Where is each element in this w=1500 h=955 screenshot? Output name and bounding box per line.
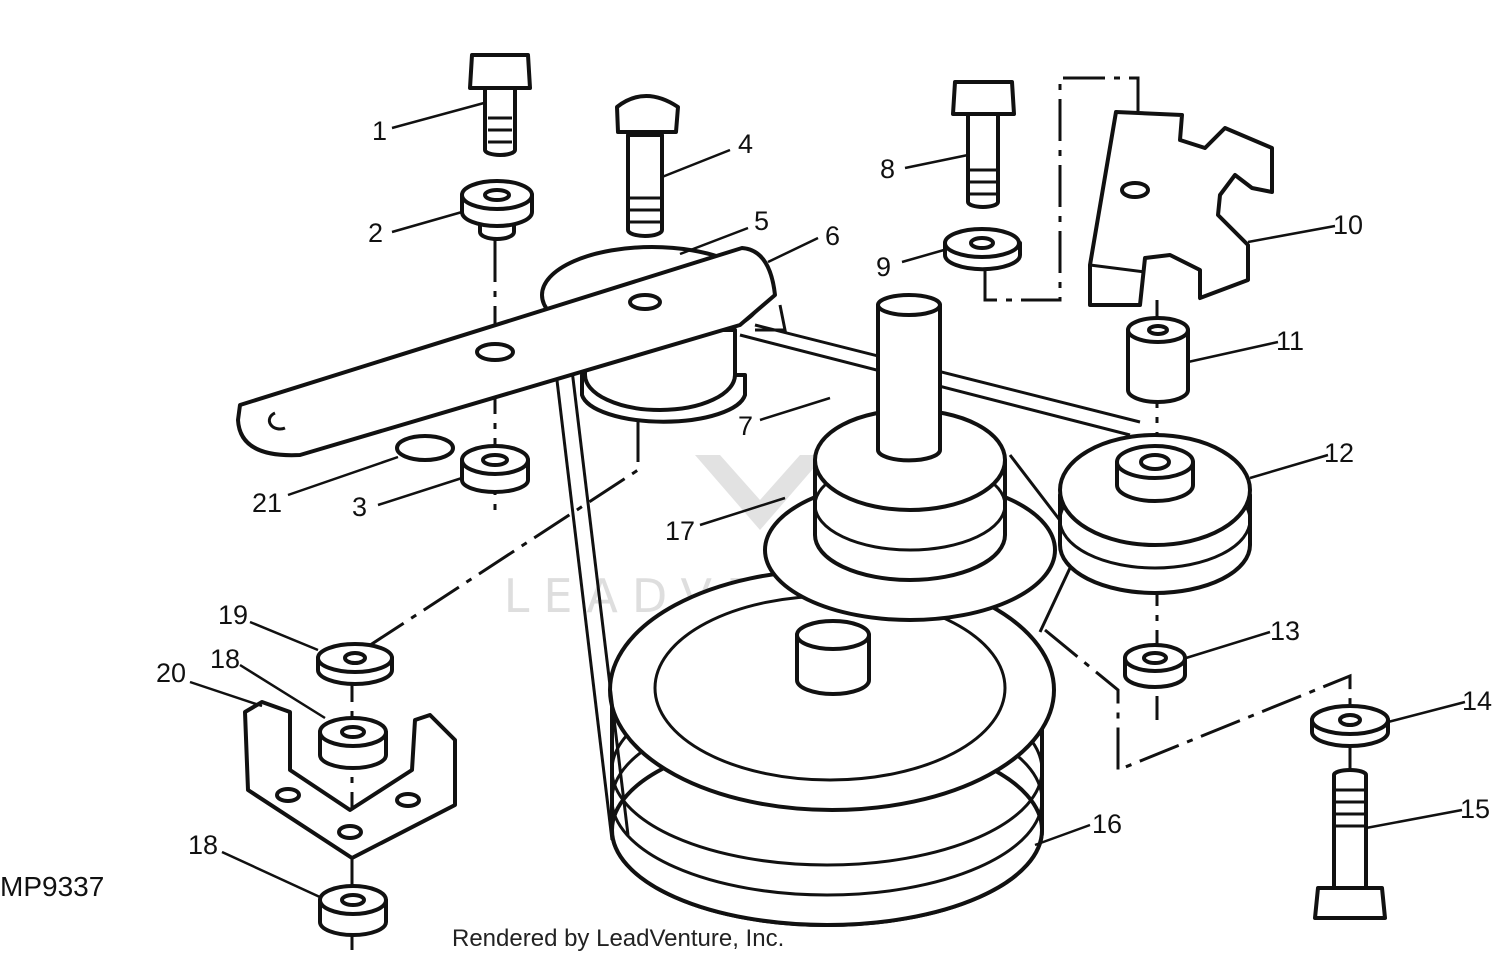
callout-11: 11 — [1276, 326, 1304, 356]
v-bracket — [243, 700, 457, 860]
callout-8: 8 — [880, 154, 895, 184]
washer-9 — [943, 227, 1022, 272]
callout-10: 10 — [1333, 210, 1363, 240]
mounting-bracket — [1088, 110, 1274, 307]
callout-9: 9 — [876, 252, 891, 282]
tension-arm — [236, 246, 787, 458]
callout-16: 16 — [1092, 809, 1122, 839]
callout-labels: 1 2 3 4 5 6 7 8 9 10 11 12 13 14 15 16 1… — [156, 116, 1492, 860]
callout-5: 5 — [754, 206, 769, 236]
bolt-4 — [615, 94, 680, 238]
callout-7: 7 — [738, 411, 753, 441]
callout-1: 1 — [372, 116, 387, 146]
callout-21: 21 — [252, 488, 282, 518]
nut-3 — [460, 444, 530, 494]
spacer — [1126, 316, 1190, 404]
nut-13 — [1123, 643, 1187, 689]
callout-2: 2 — [368, 218, 383, 248]
callout-20: 20 — [156, 658, 186, 688]
callout-12: 12 — [1324, 438, 1354, 468]
credit-line: Rendered by LeadVenture, Inc. — [452, 925, 784, 952]
figure-id: MP9337 — [0, 871, 104, 902]
spindle-shaft — [876, 293, 942, 463]
callout-19: 19 — [218, 600, 248, 630]
callout-14: 14 — [1462, 686, 1492, 716]
flanged-bushing — [460, 179, 534, 241]
washer-14 — [1310, 704, 1390, 748]
watermark-logo — [695, 455, 825, 530]
nut-18-lower — [318, 884, 388, 937]
washer-21 — [395, 434, 455, 462]
callout-13: 13 — [1270, 616, 1300, 646]
nut-18-upper — [318, 716, 388, 770]
bolt-1 — [468, 53, 532, 157]
callout-15: 15 — [1460, 794, 1490, 824]
callout-4: 4 — [738, 129, 753, 159]
bolt-8 — [951, 80, 1016, 209]
callout-18-upper: 18 — [210, 644, 240, 674]
washer-19 — [316, 642, 394, 686]
callout-6: 6 — [825, 221, 840, 251]
callout-17: 17 — [665, 516, 695, 546]
callout-3: 3 — [352, 492, 367, 522]
callout-18-lower: 18 — [188, 830, 218, 860]
leader-lines — [189, 101, 1466, 900]
bolt-15 — [1313, 768, 1387, 920]
idler-pulley — [1058, 433, 1252, 595]
large-pulley — [608, 568, 1056, 927]
